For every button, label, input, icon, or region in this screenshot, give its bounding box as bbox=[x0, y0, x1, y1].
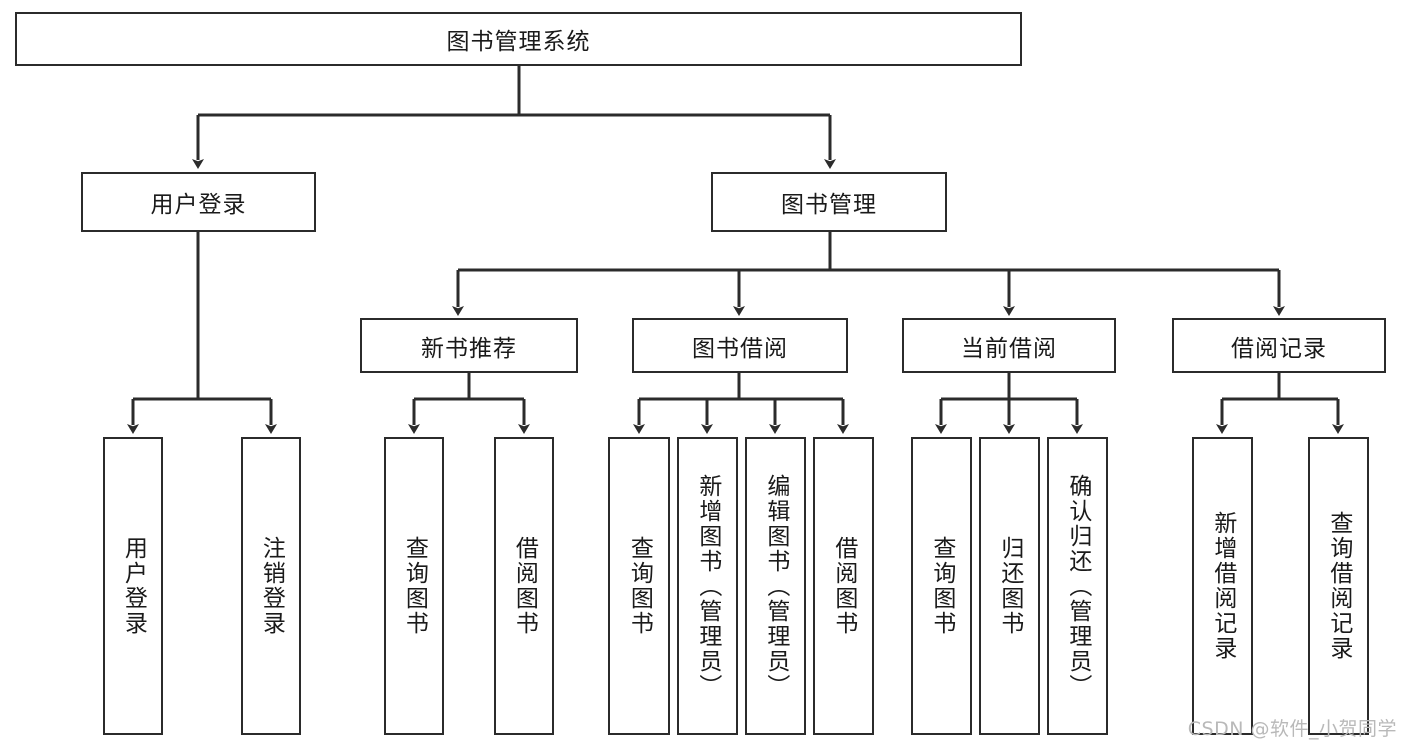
node-book-borrow[interactable]: 图书借阅 bbox=[632, 318, 848, 373]
leaf-borrow-query-book[interactable]: 查询图书 bbox=[608, 437, 670, 735]
node-label: 借阅图书 bbox=[511, 536, 538, 636]
leaf-borrow-borrow-book[interactable]: 借阅图书 bbox=[813, 437, 874, 735]
node-borrow-record[interactable]: 借阅记录 bbox=[1172, 318, 1386, 373]
node-label: 查询图书 bbox=[928, 536, 955, 636]
node-label: 当前借阅 bbox=[961, 335, 1057, 362]
node-current-borrow[interactable]: 当前借阅 bbox=[902, 318, 1116, 373]
node-label: 归还图书 bbox=[996, 536, 1023, 636]
leaf-record-add[interactable]: 新增借阅记录 bbox=[1192, 437, 1253, 735]
node-root-system[interactable]: 图书管理系统 bbox=[15, 12, 1022, 66]
node-label: 编辑图书（管理员） bbox=[762, 473, 789, 699]
leaf-borrow-add-book[interactable]: 新增图书（管理员） bbox=[677, 437, 738, 735]
leaf-logout-login[interactable]: 注销登录 bbox=[241, 437, 301, 735]
leaf-current-confirm-return[interactable]: 确认归还（管理员） bbox=[1047, 437, 1108, 735]
node-user-login[interactable]: 用户登录 bbox=[81, 172, 316, 232]
node-label: 注销登录 bbox=[258, 536, 285, 636]
leaf-borrow-edit-book[interactable]: 编辑图书（管理员） bbox=[745, 437, 806, 735]
node-new-book-recommend[interactable]: 新书推荐 bbox=[360, 318, 578, 373]
node-label: 借阅图书 bbox=[830, 536, 857, 636]
node-book-management[interactable]: 图书管理 bbox=[711, 172, 947, 232]
leaf-record-query[interactable]: 查询借阅记录 bbox=[1308, 437, 1369, 735]
node-label: 新书推荐 bbox=[421, 335, 517, 362]
node-label: 新增借阅记录 bbox=[1209, 511, 1236, 661]
node-label: 图书管理系统 bbox=[446, 29, 591, 55]
leaf-recommend-query-book[interactable]: 查询图书 bbox=[384, 437, 444, 735]
leaf-current-query-book[interactable]: 查询图书 bbox=[911, 437, 972, 735]
node-label: 用户登录 bbox=[150, 192, 247, 218]
csdn-watermark: CSDN @软件_小贺同学 bbox=[1187, 718, 1397, 740]
node-label: 用户登录 bbox=[120, 536, 147, 636]
node-label: 查询图书 bbox=[626, 536, 653, 636]
leaf-current-return-book[interactable]: 归还图书 bbox=[979, 437, 1040, 735]
node-label: 图书管理 bbox=[781, 192, 877, 218]
node-label: 查询借阅记录 bbox=[1325, 511, 1352, 661]
node-label: 查询图书 bbox=[401, 536, 428, 636]
node-label: 借阅记录 bbox=[1231, 335, 1327, 362]
node-label: 新增图书（管理员） bbox=[694, 473, 721, 699]
node-label: 图书借阅 bbox=[692, 335, 788, 362]
leaf-recommend-borrow-book[interactable]: 借阅图书 bbox=[494, 437, 554, 735]
node-label: 确认归还（管理员） bbox=[1064, 473, 1091, 699]
leaf-user-login[interactable]: 用户登录 bbox=[103, 437, 163, 735]
